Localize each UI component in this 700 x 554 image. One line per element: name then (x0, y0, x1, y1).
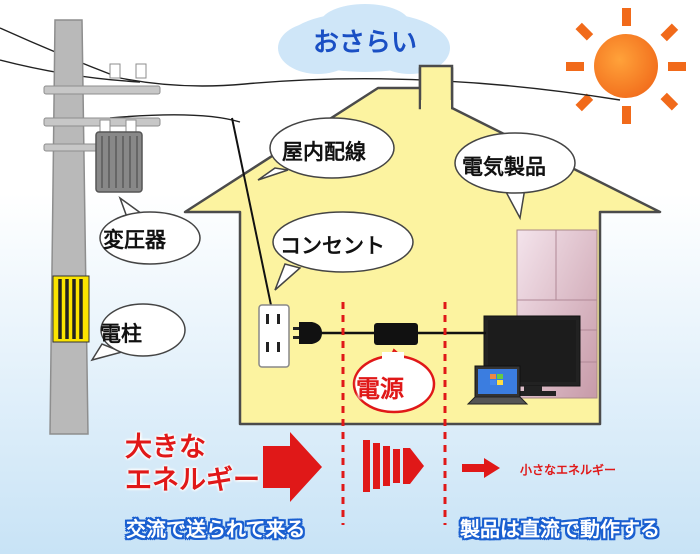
outlet-label: コンセント (280, 234, 385, 258)
dashed-separators (341, 302, 447, 525)
outlet-bubble (272, 211, 414, 291)
appliance-bubble (454, 132, 576, 221)
pole-bubble (90, 303, 186, 362)
small-energy-arrow (462, 458, 500, 478)
large-energy-label-line2: エネルギー (125, 465, 260, 496)
monitor-icon (483, 315, 581, 396)
plug-icon (293, 322, 322, 344)
ac-caption: 交流で送られて来る (126, 517, 306, 541)
dc-caption: 製品は直流で動作する (460, 517, 660, 541)
transformer-bubble (99, 195, 201, 265)
small-energy-label: 小さなエネルギー (520, 463, 617, 477)
power-supply-bubble (352, 348, 436, 414)
page-title: おさらい (312, 28, 417, 58)
transformer-icon (95, 131, 143, 193)
sun-icon (566, 8, 686, 124)
title-cloud (278, 4, 450, 74)
large-energy-label-line1: 大きな (125, 432, 206, 463)
transformer-label: 変圧器 (103, 228, 166, 252)
appliance-label: 電気製品 (462, 155, 546, 179)
power-supply-label: 電源 (356, 375, 404, 403)
power-adapter-icon (374, 323, 418, 345)
indoor-wiring-bubble (257, 117, 395, 181)
converting-arrow (363, 440, 424, 492)
indoor-wire (231, 117, 273, 311)
big-energy-arrow (263, 432, 322, 502)
laptop-icon (466, 365, 529, 405)
outlet-icon (258, 304, 290, 368)
pole-label: 電柱 (100, 322, 142, 346)
indoor-wiring-label: 屋内配線 (282, 140, 366, 164)
